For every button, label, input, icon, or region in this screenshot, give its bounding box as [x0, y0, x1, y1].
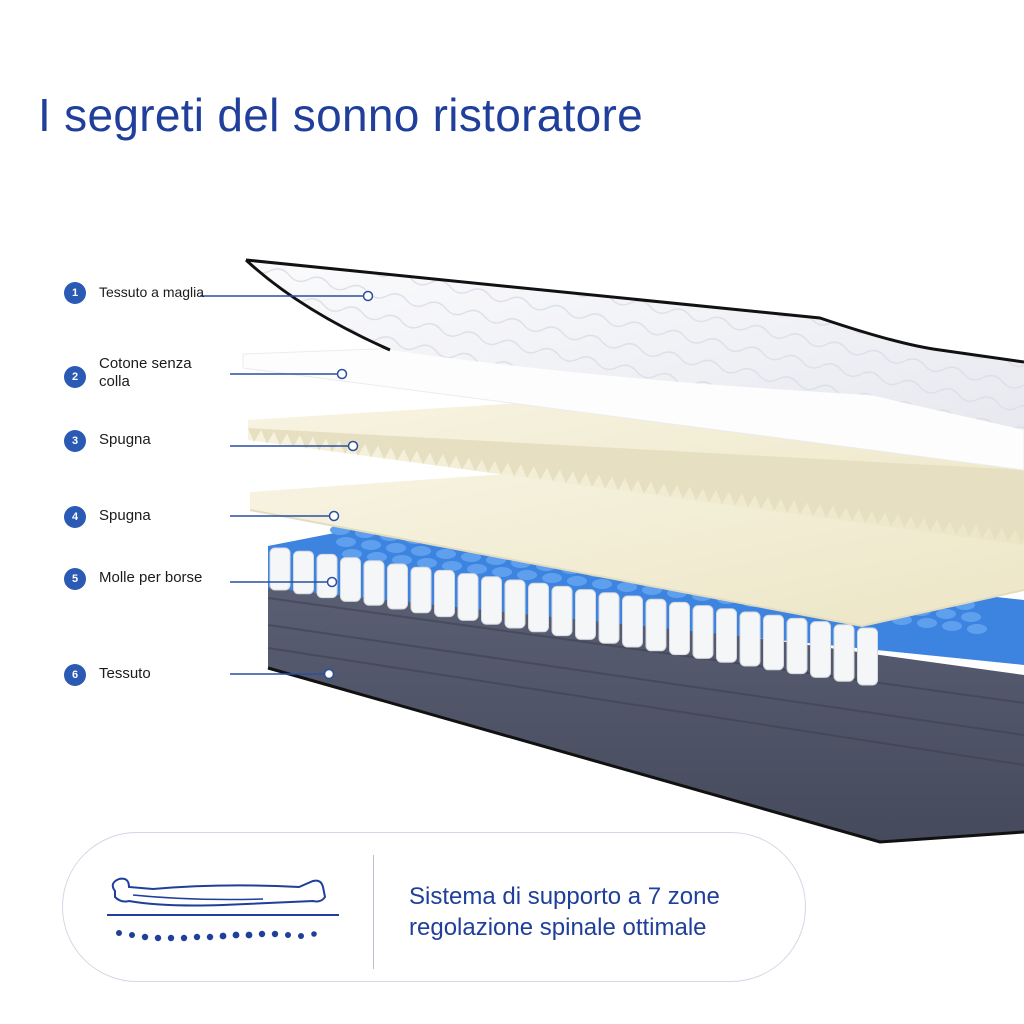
pocket-spring: [363, 560, 385, 606]
pocket-spring: [716, 608, 737, 663]
pocket-spring: [857, 627, 878, 686]
layer-badge-6: 6: [64, 664, 86, 686]
pocket-spring: [387, 563, 408, 610]
pocket-spring: [504, 579, 526, 629]
layer-label-2: Cotone senza colla: [99, 355, 192, 390]
spring-top: [461, 552, 481, 562]
layer-badge-5: 5: [64, 568, 86, 590]
spring-top: [342, 549, 362, 559]
spring-top: [517, 570, 537, 580]
pocket-spring: [528, 582, 549, 633]
spring-top: [942, 621, 962, 631]
layer-label-3: Spugna: [99, 431, 151, 448]
spring-top: [917, 618, 937, 628]
pocket-spring: [763, 614, 784, 671]
pocket-spring: [810, 621, 831, 678]
spring-top: [961, 612, 981, 622]
pocket-spring: [481, 576, 502, 625]
layer-label-4: Spugna: [99, 507, 151, 524]
pocket-spring: [598, 592, 620, 644]
pocket-spring: [692, 605, 714, 659]
spring-top: [392, 555, 412, 565]
spring-top: [492, 567, 512, 577]
base-fabric-layer: [267, 570, 1024, 844]
layer-badge-2: 2: [64, 366, 86, 388]
layer-label-6: Tessuto: [99, 665, 151, 682]
pocket-spring: [645, 598, 667, 652]
body-support-zones-icon: [107, 877, 339, 942]
spring-top: [411, 546, 431, 556]
pocket-spring: [340, 557, 361, 602]
pocket-spring: [457, 573, 479, 621]
foam-layer-3: [248, 400, 1024, 550]
pocket-spring: [551, 585, 573, 637]
pocket-spring: [269, 547, 291, 591]
support-zones-card: Sistema di supporto a 7 zone regolazione…: [62, 832, 806, 982]
spring-top: [386, 543, 406, 553]
pocket-spring: [739, 611, 761, 667]
layer-badge-4: 4: [64, 506, 86, 528]
spring-top: [417, 558, 437, 568]
pocket-spring: [410, 566, 432, 614]
spring-top: [936, 609, 956, 619]
spring-top: [592, 579, 612, 589]
spring-top: [542, 573, 562, 583]
layer-badge-3: 3: [64, 430, 86, 452]
spring-top: [567, 576, 587, 586]
spring-top: [442, 561, 462, 571]
spring-top: [617, 582, 637, 592]
card-divider: [373, 855, 374, 969]
spring-top: [436, 549, 456, 559]
pocket-spring: [316, 553, 338, 599]
layer-label-1: Tessuto a maglia: [99, 284, 205, 300]
pocket-spring: [833, 624, 855, 682]
spring-top: [967, 624, 987, 634]
pocket-spring: [575, 589, 596, 640]
layer-label-5: Molle per borse: [99, 569, 203, 586]
support-zones-text: Sistema di supporto a 7 zone regolazione…: [409, 881, 720, 943]
pocket-spring: [434, 569, 455, 618]
pocket-spring: [669, 601, 690, 656]
pocket-spring: [293, 550, 314, 595]
leader-lines: [200, 290, 374, 680]
spring-top: [467, 564, 487, 574]
support-zones-line-1: Sistema di supporto a 7 zone: [409, 883, 720, 910]
spring-top: [336, 537, 356, 547]
layer-badge-1: 1: [64, 282, 86, 304]
knit-cover-layer-1: [244, 258, 1024, 430]
pocket-spring: [786, 617, 808, 675]
spring-top: [361, 540, 381, 550]
spring-top: [367, 552, 387, 562]
pocket-spring: [622, 595, 643, 648]
support-zones-line-2: regolazione spinale ottimale: [409, 914, 707, 941]
page-title: I segreti del sonno ristoratore: [38, 89, 644, 141]
